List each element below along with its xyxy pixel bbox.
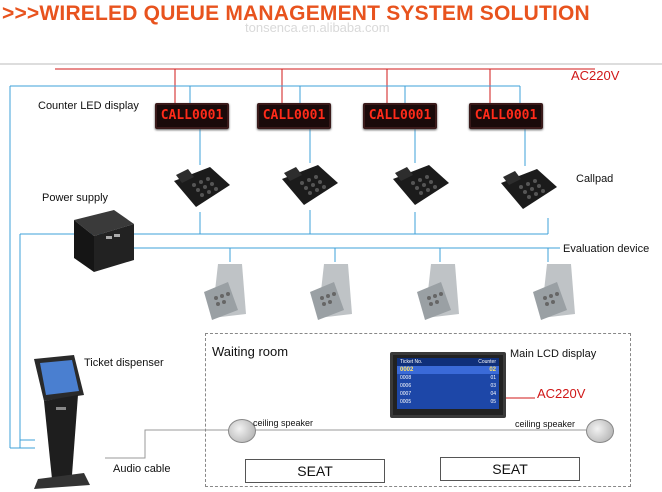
waiting-room-area: [205, 333, 631, 487]
lcd-counter: 02: [489, 367, 496, 373]
lcd-row: 0005 05: [397, 398, 499, 406]
evaluation-device-icon: [417, 264, 459, 320]
callpad-label: Callpad: [576, 173, 614, 185]
callpad-icon: [174, 167, 230, 207]
ticket-dispenser-icon: [34, 355, 90, 489]
lcd-ticket: 0008: [400, 375, 412, 381]
lcd-ticket: 0002: [400, 367, 414, 373]
counter-led-display-3: CALL0001: [363, 103, 437, 129]
evaluation-device-icon: [533, 264, 575, 320]
seat-right: SEAT: [440, 457, 580, 481]
ac220v-lcd-label: AC220V: [537, 386, 586, 401]
ceiling-speaker-right-label: ceiling speaker: [515, 419, 576, 429]
power-supply-icon: [74, 210, 134, 272]
counter-led-display-1: CALL0001: [155, 103, 229, 129]
power-supply-label: Power supply: [42, 192, 109, 204]
lcd-row: 0006 03: [397, 382, 499, 390]
lcd-header: Ticket No. Counter: [397, 358, 499, 366]
ticket-dispenser-label: Ticket dispenser: [84, 357, 164, 369]
evaluation-device-label: Evaluation device: [563, 243, 650, 255]
counter-led-label: Counter LED display: [38, 100, 139, 112]
evaluation-device-icon: [204, 264, 246, 320]
main-lcd-display: Ticket No. Counter 0002 02 0008 01 0006 …: [390, 352, 506, 418]
seat-left: SEAT: [245, 459, 385, 483]
evaluation-device-icon: [310, 264, 352, 320]
callpad-icon: [393, 165, 449, 205]
callpad-icon: [501, 169, 557, 209]
lcd-counter: 05: [490, 399, 496, 405]
ceiling-speaker-left-label: ceiling speaker: [253, 418, 314, 428]
page-title: >>>WIRELED QUEUE MANAGEMENT SYSTEM SOLUT…: [2, 2, 590, 25]
lcd-row: 0002 02: [397, 366, 499, 374]
lcd-header-counter: Counter: [478, 359, 496, 365]
lcd-counter: 03: [490, 383, 496, 389]
ceiling-speaker-icon: [228, 419, 256, 443]
main-lcd-label: Main LCD display: [510, 348, 597, 360]
lcd-counter: 01: [490, 375, 496, 381]
lcd-ticket: 0007: [400, 391, 412, 397]
lcd-ticket: 0005: [400, 399, 412, 405]
lcd-ticket: 0006: [400, 383, 412, 389]
ceiling-speaker-icon: [586, 419, 614, 443]
audio-cable-line: [105, 429, 600, 459]
waiting-room-label: Waiting room: [212, 344, 289, 359]
lcd-counter: 04: [490, 391, 496, 397]
lcd-row: 0007 04: [397, 390, 499, 398]
counter-led-display-4: CALL0001: [469, 103, 543, 129]
lcd-row: 0008 01: [397, 374, 499, 382]
watermark: tonsenca.en.alibaba.com: [245, 20, 390, 35]
audio-cable-label: Audio cable: [113, 463, 171, 475]
counter-led-display-2: CALL0001: [257, 103, 331, 129]
callpad-icon: [282, 165, 338, 205]
lcd-header-ticket: Ticket No.: [400, 359, 423, 365]
ac220v-top-label: AC220V: [571, 68, 620, 83]
